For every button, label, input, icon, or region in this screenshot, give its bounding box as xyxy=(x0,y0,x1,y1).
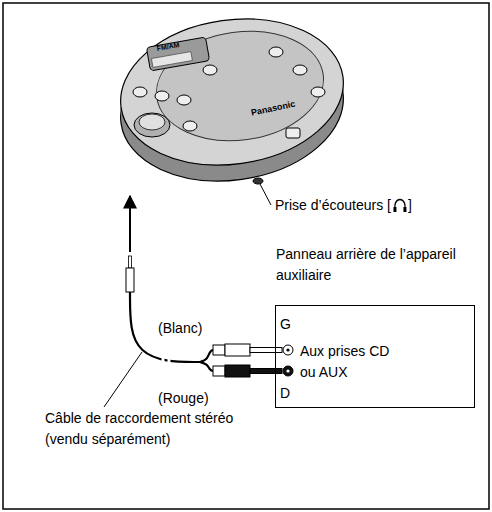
cable-wire xyxy=(200,350,213,362)
jack-label: Prise d’écouteurs [ xyxy=(275,195,391,216)
channel-letter: D xyxy=(280,383,290,404)
cable-break xyxy=(160,352,163,366)
mini-plug xyxy=(126,256,134,292)
cable-label: Câble de raccordement stéréo (vendu sépa… xyxy=(45,408,260,450)
cd-player xyxy=(111,5,353,195)
arrow xyxy=(129,196,131,252)
panel-heading: Panneau arrière de l’appareil auxiliaire xyxy=(276,244,486,286)
red-plug xyxy=(213,365,282,377)
channel-letter: G xyxy=(280,314,291,335)
cable-wire xyxy=(200,362,213,371)
rca-jack xyxy=(283,345,293,376)
white-plug xyxy=(213,344,282,356)
headphone-jack xyxy=(253,178,263,184)
device-panel: Panneau arrière de l’appareil auxiliaire… xyxy=(275,305,475,408)
panel-label: Aux prises CD ou AUX xyxy=(300,341,390,383)
leader-line xyxy=(260,184,271,205)
color-label: (Rouge) xyxy=(158,388,209,409)
jack-label: ] xyxy=(408,195,412,216)
stereo-cable xyxy=(130,292,213,371)
headphone-icon xyxy=(393,200,406,213)
cable-break xyxy=(166,352,169,366)
leader-line xyxy=(104,352,142,407)
frame xyxy=(3,3,489,509)
color-label: (Blanc) xyxy=(158,318,202,339)
